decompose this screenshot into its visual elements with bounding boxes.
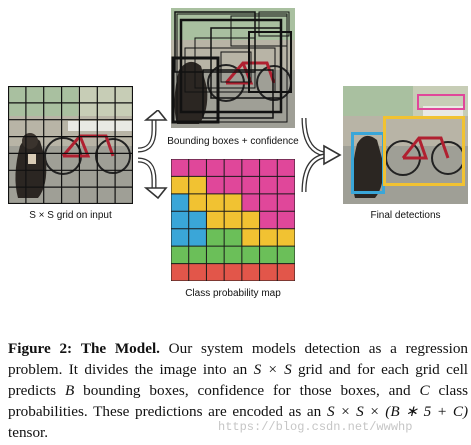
final-photo-svg [343, 86, 468, 204]
class-cell-yellow [277, 228, 295, 247]
figure-number: Figure 2: [8, 340, 73, 357]
class-cell-magenta [241, 193, 261, 212]
class-cell-magenta [206, 159, 225, 177]
class-cell-magenta [259, 159, 278, 177]
caption-math-tensor: S × S × (B ∗ 5 + C) [326, 403, 469, 420]
class-cell-blue [188, 211, 207, 230]
class-cell-red [171, 263, 190, 281]
caption-math-b: B [64, 382, 75, 399]
class-cell-green [224, 228, 243, 247]
class-cell-yellow [241, 228, 261, 247]
class-cell-red [277, 263, 295, 281]
class-cell-magenta [206, 176, 225, 195]
bicycle-detection-box [383, 116, 465, 186]
caption-text-2: grid and for each grid cell predicts [8, 361, 469, 399]
input-photo-svg [8, 86, 133, 204]
class-cell-red [188, 263, 207, 281]
class-cell-blue [171, 193, 190, 212]
class-cell-magenta [259, 176, 278, 195]
input-label: S × S grid on input [29, 210, 112, 221]
caption-math-c: C [419, 382, 430, 399]
classmap-svg [171, 159, 295, 281]
class-cell-yellow [259, 228, 278, 247]
class-cell-yellow [206, 193, 225, 212]
class-cell-magenta [241, 159, 261, 177]
class-cell-green [224, 246, 243, 265]
class-cell-green [241, 246, 261, 265]
class-cell-red [206, 263, 225, 281]
class-cell-magenta [277, 193, 295, 212]
class-probability-map [171, 159, 295, 281]
class-cell-red [259, 263, 278, 281]
input-grid-image [8, 86, 133, 204]
class-cell-green [206, 228, 225, 247]
class-cell-blue [188, 228, 207, 247]
watermark: https://blog.csdn.net/wwwhp [218, 420, 413, 434]
class-cell-magenta [277, 159, 295, 177]
many-bounding-boxes [171, 11, 292, 124]
caption-text-5: tensor. [8, 424, 49, 441]
class-cell-green [171, 246, 190, 265]
figure-title: The Model. [80, 340, 160, 357]
class-cell-yellow [224, 211, 243, 230]
class-cell-green [188, 246, 207, 265]
class-cell-yellow [224, 193, 243, 212]
merge-arrow-icon [301, 117, 342, 193]
bounding-boxes-image [171, 8, 295, 128]
class-cell-magenta [224, 159, 243, 177]
class-cell-green [277, 246, 295, 265]
caption-text-3: bounding boxes, confidence for those box… [83, 382, 411, 399]
class-cell-magenta [188, 159, 207, 177]
class-cell-magenta [277, 176, 295, 195]
final-label: Final detections [370, 210, 441, 221]
class-cell-green [259, 246, 278, 265]
class-cell-red [224, 263, 243, 281]
split-arrow-icon [137, 110, 168, 200]
class-cell-magenta [241, 176, 261, 195]
class-cell-yellow [188, 193, 207, 212]
class-cell-magenta [277, 211, 295, 230]
final-detections-image [343, 86, 468, 204]
class-cell-green [206, 246, 225, 265]
boxes-photo-svg [171, 8, 295, 128]
dog-detection-box [351, 132, 385, 194]
car-detection-box [417, 94, 465, 110]
class-cell-magenta [259, 193, 278, 212]
caption-text-4: class probabilities. These predictions a… [8, 382, 469, 420]
class-cell-red [241, 263, 261, 281]
figure-caption: Figure 2: The Model. Our system models d… [8, 338, 468, 443]
class-cell-magenta [259, 211, 278, 230]
class-cell-blue [171, 228, 190, 247]
class-cell-yellow [188, 176, 207, 195]
class-cell-magenta [224, 176, 243, 195]
class-cell-yellow [206, 211, 225, 230]
class-cell-yellow [171, 176, 190, 195]
caption-math-grid: S × S [253, 361, 292, 378]
classmap-label: Class probability map [185, 288, 281, 299]
input-grid-lines [8, 86, 133, 204]
class-cell-magenta [171, 159, 190, 177]
class-cell-yellow [241, 211, 261, 230]
class-cell-blue [171, 211, 190, 230]
boxes-label: Bounding boxes + confidence [167, 136, 299, 147]
caption-text-1: Our system models detection as a regress… [8, 340, 469, 378]
